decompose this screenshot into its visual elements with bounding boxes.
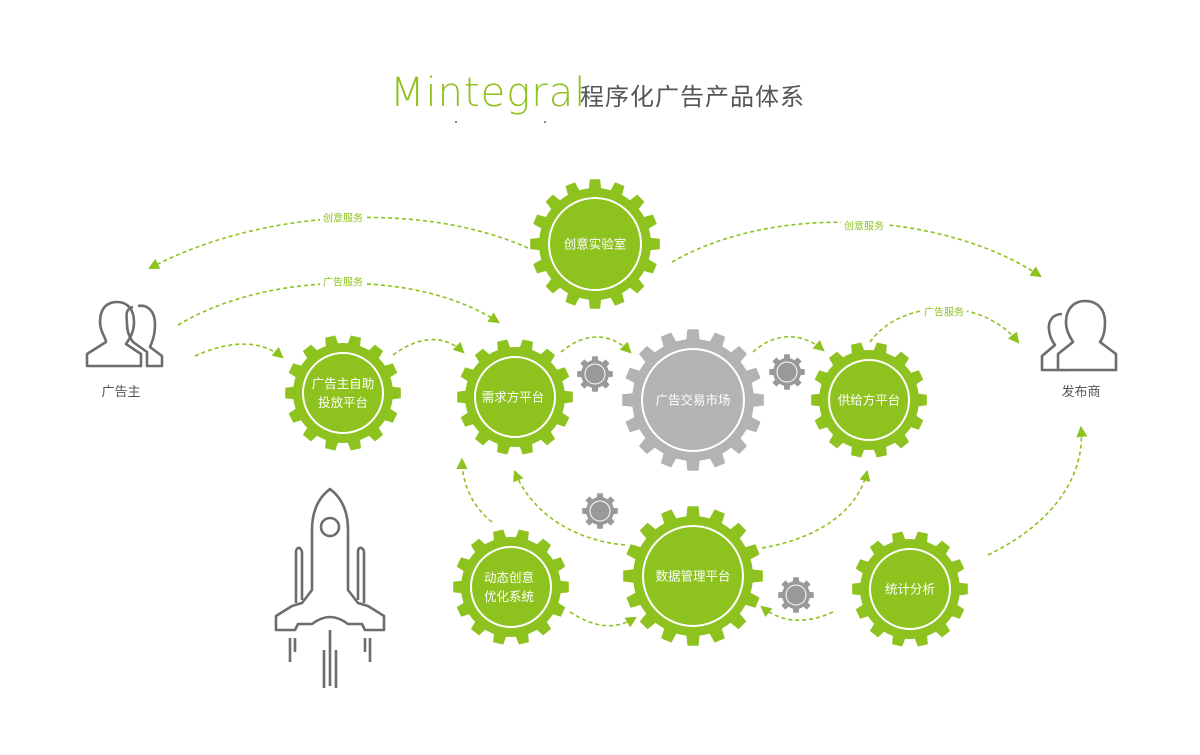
flow-arrow-advertiser-to-selfserve [194, 343, 284, 359]
small-gear-1-icon [577, 356, 613, 392]
flow-label-ad-service-right: 广告服务 [921, 303, 967, 319]
flow-arrow-exchange-to-ssp [752, 335, 825, 353]
gear-label-line: 数据管理平台 [655, 568, 731, 584]
small-gear-4-ring [785, 584, 807, 606]
gear-ad-exchange-icon [622, 329, 764, 471]
gear-label-line: 创意实验室 [563, 236, 627, 252]
flow-arrow-creative-to-advertiser [148, 216, 529, 270]
gear-dco-icon [453, 529, 569, 645]
flow-arrow-analytics-to-publisher [987, 425, 1088, 556]
small-gear-1-body [577, 356, 613, 392]
flow-arrow-advertiser-to-dsp [177, 282, 500, 326]
brand-logo: Mintegral [390, 70, 587, 116]
small-gear-4-icon [778, 577, 814, 613]
gear-label-self-serve: 广告主自助 投放平台 [312, 374, 375, 412]
flow-arrow-selfserve-to-dsp [392, 338, 465, 356]
gear-analytics-icon [852, 531, 968, 647]
gear-self-serve-ring [302, 352, 384, 434]
gear-creative-lab-ring [548, 197, 642, 291]
gear-ssp-icon [811, 342, 927, 458]
advertiser-label: 广告主 [101, 385, 141, 400]
decor-dot [455, 121, 457, 123]
gear-dsp-icon [457, 339, 573, 455]
gear-label-ssp: 供给方平台 [838, 391, 901, 410]
gear-label-dsp: 需求方平台 [482, 388, 545, 407]
gear-label-line: 优化系统 [483, 589, 535, 604]
gear-label-analytics: 统计分析 [885, 580, 935, 599]
small-gear-1-ring [584, 363, 606, 385]
gear-self-serve-icon [285, 335, 401, 451]
gear-label-line: 投放平台 [317, 395, 369, 410]
small-gear-2-body [769, 354, 805, 390]
decor-dot [544, 121, 546, 123]
small-gear-3-icon [582, 493, 618, 529]
publisher-label: 发布商 [1061, 385, 1101, 400]
flow-arrow-dmp-to-ssp [761, 469, 871, 549]
flow-arrow-dco-to-dsp [456, 457, 493, 523]
gear-dmp-icon [623, 506, 763, 646]
gear-label-line: 广告主自助 [311, 376, 375, 391]
gear-label-dmp: 数据管理平台 [655, 567, 730, 586]
gear-creative-lab-icon [530, 179, 660, 309]
flow-label-creative-service-right: 创意服务 [841, 217, 887, 233]
gear-dmp-ring [642, 525, 744, 627]
gear-dco-ring [470, 546, 552, 628]
advertiser-users-icon [85, 300, 164, 368]
small-gear-3-body [582, 493, 618, 529]
gear-label-ad-exchange: 广告交易市场 [655, 391, 730, 410]
gear-label-creative-lab: 创意实验室 [564, 235, 627, 254]
gear-label-line: 统计分析 [884, 581, 936, 597]
flow-arrow-dco-to-dmp [569, 611, 637, 628]
small-gear-3-ring [589, 500, 611, 522]
gear-ssp-ring [828, 359, 910, 441]
small-gear-2-icon [769, 354, 805, 390]
rocket-icon [274, 487, 386, 688]
gear-label-dco: 动态创意 优化系统 [484, 568, 534, 606]
gear-label-line: 广告交易市场 [655, 392, 731, 408]
gear-label-line: 动态创意 [483, 570, 535, 585]
page-title: 程序化广告产品体系 [580, 83, 805, 111]
publisher-users-icon [1040, 299, 1118, 372]
small-gear-2-ring [776, 361, 798, 383]
gear-label-line: 需求方平台 [481, 389, 545, 405]
flow-label-creative-service-left: 创意服务 [320, 209, 366, 225]
flow-arrow-analytics-to-dmp [760, 605, 834, 622]
flow-arrow-dsp-to-exchange [560, 336, 632, 354]
gear-ad-exchange-ring [641, 348, 745, 452]
gear-dsp-ring [474, 356, 556, 438]
gear-analytics-ring [869, 548, 951, 630]
gear-label-line: 供给方平台 [837, 392, 901, 408]
small-gear-4-body [778, 577, 814, 613]
flow-label-ad-service-left: 广告服务 [320, 273, 366, 289]
